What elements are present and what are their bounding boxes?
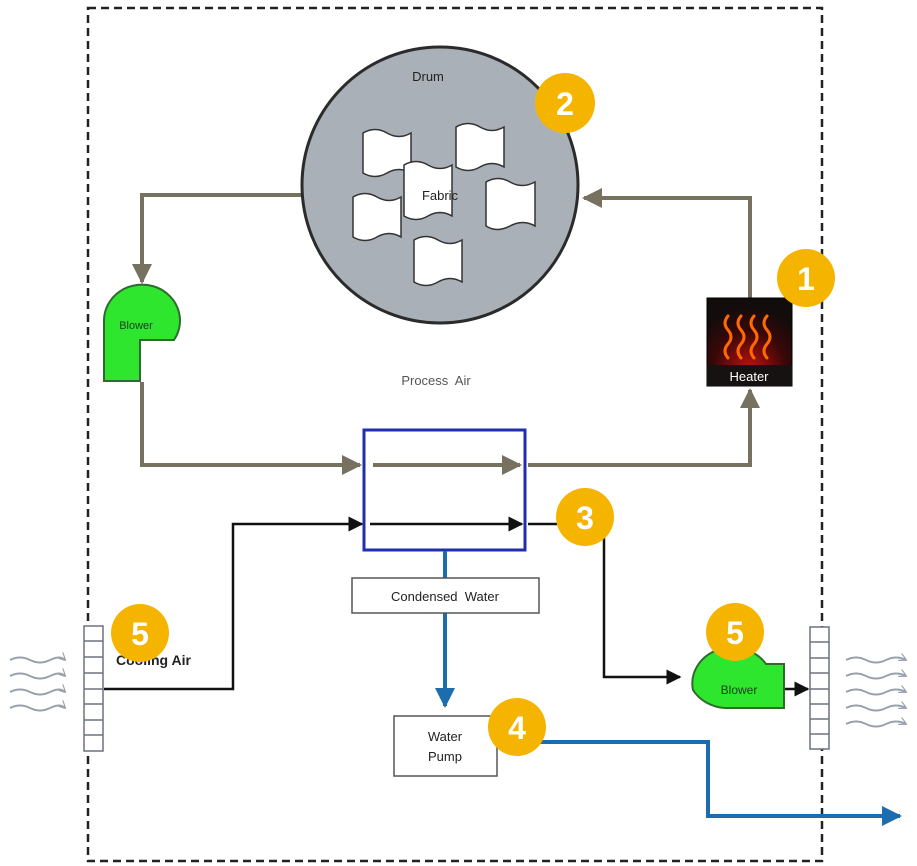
heater-coil-icon <box>723 314 772 360</box>
badge-3: 3 <box>556 488 614 546</box>
badge-2: 2 <box>535 73 595 133</box>
blower-left: Blower <box>103 283 181 382</box>
system-boundary <box>86 6 824 863</box>
outlet-grille <box>809 626 830 750</box>
inlet-grille <box>83 625 104 752</box>
heater: Heater <box>706 297 793 387</box>
process-air-loop <box>132 188 760 475</box>
process-air-label: Process Air <box>401 373 471 388</box>
badge-5-left-number: 5 <box>131 616 149 652</box>
badge-4: 4 <box>488 698 546 756</box>
badge-4-number: 4 <box>508 710 526 746</box>
badge-2-number: 2 <box>556 86 574 122</box>
water-pump: Water Pump <box>393 715 498 777</box>
blower-left-label: Blower <box>119 320 153 332</box>
heater-label: Heater <box>729 369 769 384</box>
incoming-air-icon <box>9 658 65 712</box>
fabric-pieces <box>352 122 536 287</box>
fabric-label: Fabric <box>422 188 459 203</box>
drum: Drum Fabric <box>300 45 580 325</box>
badge-1-number: 1 <box>797 261 815 297</box>
water-path <box>435 551 902 826</box>
drum-label: Drum <box>412 69 444 84</box>
condensed-water-box: Condensed Water <box>351 577 540 614</box>
condensed-water-label: Condensed Water <box>391 589 500 604</box>
badge-1: 1 <box>777 249 835 307</box>
badge-5-right: 5 <box>706 603 764 661</box>
badge-5-right-number: 5 <box>726 615 744 651</box>
badge-3-number: 3 <box>576 500 594 536</box>
water-pump-label-line2: Pump <box>428 749 462 764</box>
blower-right-label: Blower <box>721 683 758 697</box>
exhaust-air-icon <box>845 658 906 728</box>
condenser <box>362 428 527 552</box>
water-pump-label-line1: Water <box>428 729 463 744</box>
badge-5-left: 5 <box>111 604 169 662</box>
